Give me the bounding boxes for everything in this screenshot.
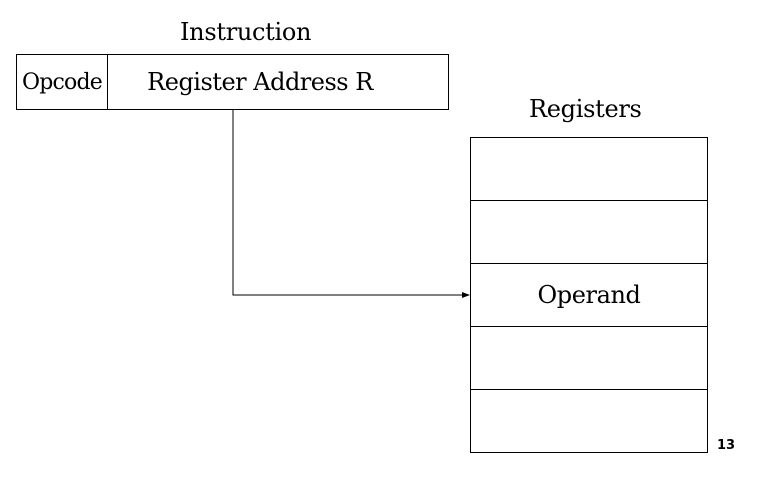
registers-title: Registers xyxy=(529,95,642,123)
register-file: Operand xyxy=(470,137,708,453)
opcode-field: Opcode xyxy=(16,54,108,110)
register-cell-operand: Operand xyxy=(471,264,707,327)
register-cell xyxy=(471,201,707,264)
pointer-line xyxy=(232,110,470,298)
register-cell xyxy=(471,327,707,390)
register-address-label: Register Address R xyxy=(147,68,373,96)
opcode-label: Opcode xyxy=(22,69,103,95)
register-address-field: Register Address R xyxy=(107,54,449,110)
register-cell xyxy=(471,138,707,201)
page-number: 13 xyxy=(717,438,736,453)
instruction-title: Instruction xyxy=(180,18,312,46)
